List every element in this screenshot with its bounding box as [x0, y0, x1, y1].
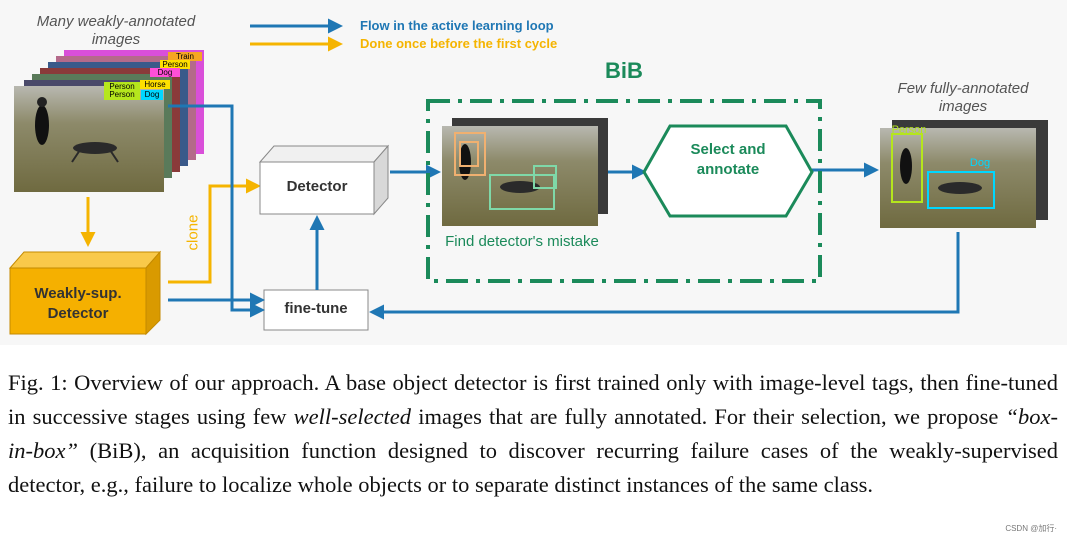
arrow-full-to-finetune	[369, 232, 960, 320]
tag-train: Train	[176, 52, 194, 61]
caption-part1: Overview of our approach. A base object …	[8, 370, 1058, 429]
full-image-stack	[880, 120, 1048, 228]
annot-person: Person	[891, 124, 927, 136]
tag-horse: Horse	[144, 80, 166, 89]
caption-part2: images that are fully annotated. For the…	[418, 404, 999, 429]
tag-person-1: Person	[109, 82, 135, 91]
full-images-label: Few fully-annotated images	[897, 80, 1029, 115]
diagram: Many weakly-annotated images Few fully-a…	[8, 13, 1048, 336]
legend-blue-label: Flow in the active learning loop	[360, 18, 554, 33]
legend-orange-label: Done once before the first cycle	[360, 36, 558, 51]
tag-person-2: Person	[109, 90, 135, 99]
tag-dog-2: Dog	[157, 68, 173, 77]
diagram-canvas	[8, 18, 1048, 336]
detector-box	[258, 144, 390, 216]
weakly-sup-detector-box	[8, 250, 162, 336]
fine-tune-label: fine-tune	[284, 300, 348, 317]
tag-dog-1: Dog	[144, 90, 160, 99]
weak-images-label: Many weakly-annotated images	[36, 13, 196, 48]
caption-fig-label: Fig. 1:	[8, 370, 68, 395]
figure-caption: Fig. 1: Overview of our approach. A base…	[8, 366, 1058, 502]
weakly-sup-label: Weakly-sup. Detector	[34, 285, 122, 322]
find-mistake-label: Find detector's mistake	[445, 233, 599, 250]
annot-dog: Dog	[969, 157, 991, 169]
tag-person-3: Person	[162, 60, 188, 69]
clone-label: clone	[184, 214, 202, 251]
watermark: CSDN @加行·	[1005, 524, 1057, 533]
select-hexagon	[642, 124, 814, 218]
arrow-stack-to-finetune	[168, 104, 265, 318]
bib-title: BiB	[605, 58, 643, 83]
caption-emph1: well-selected	[293, 404, 412, 429]
caption-part3: (BiB), an acquisition function designed …	[8, 438, 1058, 497]
bib-region	[426, 99, 822, 283]
fine-tune-box	[263, 289, 369, 331]
arrow-clone	[168, 178, 261, 284]
caption-emph2: “box-in-box”	[8, 404, 1059, 463]
bib-image	[442, 118, 608, 226]
weak-image-stack	[14, 50, 204, 192]
select-annotate-label: Select and annotate	[690, 141, 766, 178]
detector-label: Detector	[286, 178, 348, 195]
